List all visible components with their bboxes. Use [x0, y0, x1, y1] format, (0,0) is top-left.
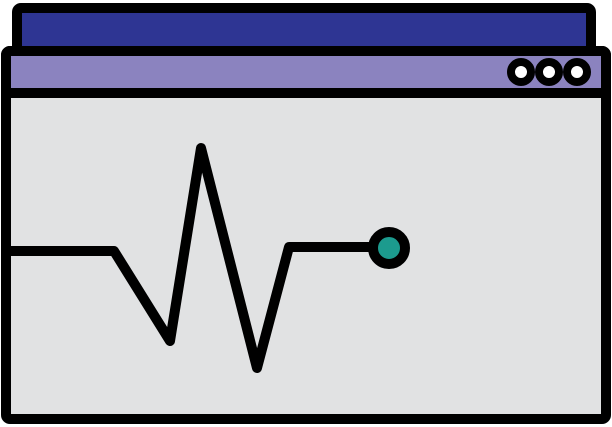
- window-control-dot-icon[interactable]: [563, 58, 591, 86]
- window-content-area: [1, 46, 611, 424]
- window-control-dot-icon[interactable]: [535, 58, 563, 86]
- window-control-dot-icon[interactable]: [507, 58, 535, 86]
- front-window-icon: [1, 46, 611, 424]
- heartbeat-waveform-icon: [5, 143, 377, 373]
- window-controls: [507, 58, 591, 86]
- signal-endpoint-icon: [368, 227, 410, 269]
- window-title-bar: [1, 46, 611, 98]
